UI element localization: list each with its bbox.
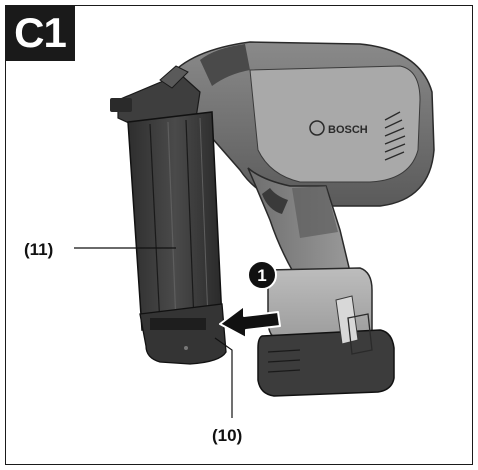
battery-pack <box>257 267 395 397</box>
grip-handle <box>247 167 353 291</box>
tool-housing: BOSCH <box>167 41 435 207</box>
brand-text: BOSCH <box>328 124 368 136</box>
step-number: 1 <box>257 266 266 285</box>
contact-foot <box>139 303 227 365</box>
insert-direction-arrow-icon <box>219 305 281 339</box>
figure-frame <box>5 5 473 465</box>
figure-label: C1 <box>5 5 75 61</box>
step-number-icon: 1 <box>247 260 277 290</box>
magazine <box>127 111 223 331</box>
leader-line-10 <box>214 337 233 418</box>
nose-mechanism <box>110 65 201 129</box>
brand-logo-icon <box>309 120 325 136</box>
callout-label-11: (11) <box>24 240 54 259</box>
callout-label-10: (10) <box>212 426 243 445</box>
